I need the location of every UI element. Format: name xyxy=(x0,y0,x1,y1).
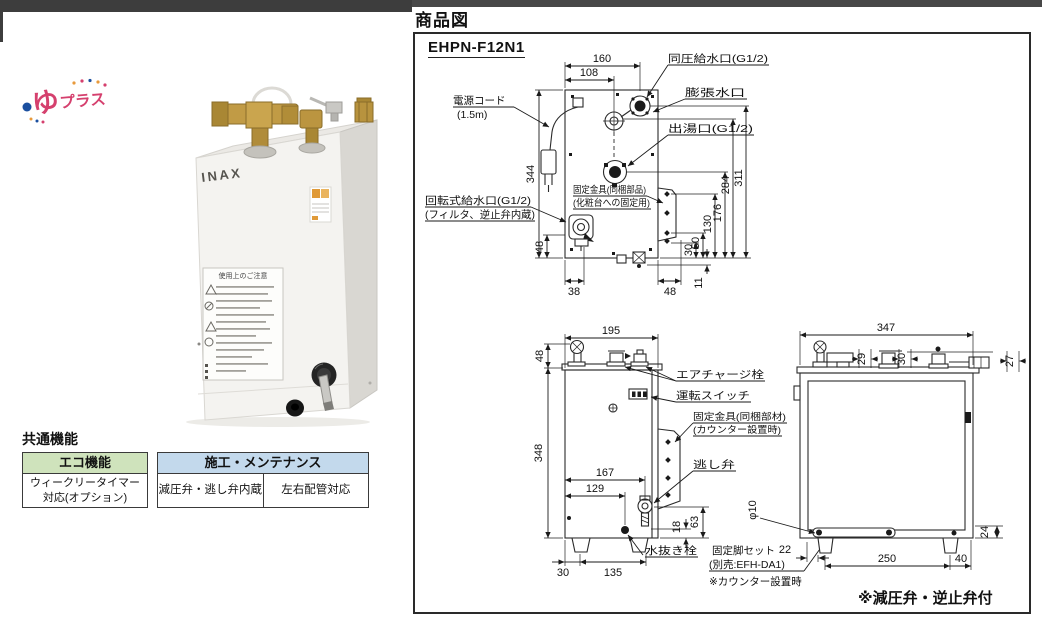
eco-table: エコ機能 ウィークリータイマー 対応(オプション) xyxy=(22,452,148,508)
yu-plus-logo: ゆ プラス xyxy=(22,78,107,124)
maintenance-cell-1: 減圧弁・逃し弁内蔵 xyxy=(158,474,264,507)
dim-38: 38 xyxy=(568,286,580,298)
feature-heading: 共通機能 xyxy=(22,431,78,447)
dim-48-front: 48 xyxy=(534,350,546,362)
top-edge-bar-left xyxy=(0,0,412,12)
relief-valve-gray xyxy=(309,96,343,122)
dim-347: 347 xyxy=(877,322,895,334)
label-bracket-front: 固定金具(同梱部材) xyxy=(693,411,786,423)
maintenance-cell-2: 左右配管対応 xyxy=(281,484,351,496)
label-leg-set: 固定脚セット xyxy=(712,544,775,557)
dim-22: 22 xyxy=(779,544,791,556)
label-rotary-inlet: 回転式給水口(G1/2) xyxy=(425,194,531,207)
dim-50: 50 xyxy=(690,237,702,249)
dim-135: 135 xyxy=(604,567,622,579)
dim-30-side: 30 xyxy=(896,353,908,365)
unit-outline-top xyxy=(564,89,659,259)
dim-11: 11 xyxy=(693,277,705,288)
fixing-bracket-top xyxy=(657,187,677,244)
expansion-port xyxy=(603,109,632,132)
dim-130: 130 xyxy=(702,215,714,233)
dim-250: 250 xyxy=(878,553,896,565)
inlet-port xyxy=(629,95,651,117)
label-bracket-front-2: (カウンター設置時) xyxy=(693,424,781,436)
label-rotary-inlet-2: (フィルタ、逆止弁内蔵) xyxy=(425,208,535,221)
fixing-bracket-front xyxy=(657,428,681,510)
caution-label-title: 使用上のご注意 xyxy=(219,271,268,280)
outlet-port xyxy=(602,159,628,187)
dim-160: 160 xyxy=(593,53,611,65)
dim-30-front: 30 xyxy=(557,567,569,579)
logo-sparkle-dots xyxy=(29,78,107,124)
dim-27: 27 xyxy=(1004,355,1016,367)
logo-text-yu: ゆ xyxy=(30,86,60,119)
label-drain-plug: 水抜き栓 xyxy=(645,544,698,557)
label-bracket-top: 固定金具(同梱部品) xyxy=(573,184,646,196)
logo-dot xyxy=(22,102,32,112)
label-power-cord-2: (1.5m) xyxy=(457,109,487,121)
dim-phi10: φ10 xyxy=(747,500,759,519)
page-title: 商品図 xyxy=(415,11,469,30)
eco-line1: ウィークリータイマー xyxy=(30,477,140,489)
dim-30: 30 xyxy=(683,244,695,256)
power-cord xyxy=(540,97,584,192)
dim-40: 40 xyxy=(955,553,967,565)
label-leg-set-note: ※カウンター設置時 xyxy=(709,575,802,588)
label-air-charge: エアチャージ栓 xyxy=(676,368,765,381)
label-switch: 運転スイッチ xyxy=(676,390,750,402)
top-view-callouts: 電源コード (1.5m) 回転式給水口(G1/2) (フィルタ、逆止弁内蔵) 同… xyxy=(425,52,769,223)
top-view-drawing: 160 108 344 48 38 48 11 xyxy=(425,52,769,298)
dim-48-bottom: 48 xyxy=(664,286,676,298)
note-pressure-valve: ※減圧弁・逆止弁付 xyxy=(858,590,993,607)
diagram-box xyxy=(413,32,1031,614)
logo-text-plus: プラス xyxy=(59,89,107,112)
dim-176: 176 xyxy=(712,204,724,222)
model-label: EHPN-F12N1 xyxy=(428,39,525,58)
dim-344: 344 xyxy=(525,165,537,183)
label-relief-valve: 逃し弁 xyxy=(693,458,735,471)
label-leg-set-2: (別売:EFH-DA1) xyxy=(709,558,785,571)
front-view: 195 48 348 167 129 18 63 xyxy=(533,325,826,588)
dim-63: 63 xyxy=(689,516,701,528)
eco-line2: 対応(オプション) xyxy=(42,492,128,504)
dim-129: 129 xyxy=(586,483,604,495)
dim-48-left: 48 xyxy=(534,241,546,253)
relief-valve-front xyxy=(637,495,653,527)
drain-plug-front xyxy=(621,526,629,534)
brass-valve-fitting xyxy=(298,109,326,154)
eco-header: エコ機能 xyxy=(23,453,147,474)
rotary-inlet-port xyxy=(568,214,594,251)
label-power-cord: 電源コード xyxy=(453,94,506,107)
drain-valve-photo xyxy=(311,362,337,411)
spec-sticker xyxy=(309,186,332,223)
dim-24: 24 xyxy=(979,526,991,538)
caution-label: 使用上のご注意 xyxy=(202,267,284,381)
brass-inlet-fitting xyxy=(354,97,374,123)
maintenance-header: 施工・メンテナンス xyxy=(158,453,368,474)
dim-18: 18 xyxy=(671,521,683,533)
dim-195: 195 xyxy=(602,325,620,337)
label-bracket-top-2: (化粧台への固定用) xyxy=(573,197,650,209)
brand-text: INAX xyxy=(201,165,244,185)
top-view-dimensions: 160 108 344 48 38 48 11 xyxy=(525,53,751,298)
maintenance-table: 施工・メンテナンス 減圧弁・逃し弁内蔵 左右配管対応 xyxy=(157,452,369,508)
dim-284: 284 xyxy=(720,176,732,194)
front-side-view-drawing: 195 48 348 167 129 18 63 xyxy=(533,322,1026,588)
top-edge-bar xyxy=(0,0,1042,7)
left-edge-bar xyxy=(0,0,3,42)
label-expansion: 膨張水口 xyxy=(685,86,745,99)
label-outlet: 出湯口(G1/2) xyxy=(668,122,753,135)
product-photo: INAX 使用上のご注意 xyxy=(186,86,378,427)
dim-29: 29 xyxy=(856,353,868,365)
label-inlet: 同圧給水口(G1/2) xyxy=(668,52,768,65)
dim-108: 108 xyxy=(580,67,598,79)
dim-167: 167 xyxy=(596,467,614,479)
dim-311: 311 xyxy=(733,169,745,187)
dim-348: 348 xyxy=(533,444,545,462)
brass-tee-fitting xyxy=(211,101,299,159)
side-view: 347 29 30 27 24 250 40 xyxy=(747,322,1026,570)
bottom-fittings-top xyxy=(616,251,646,268)
